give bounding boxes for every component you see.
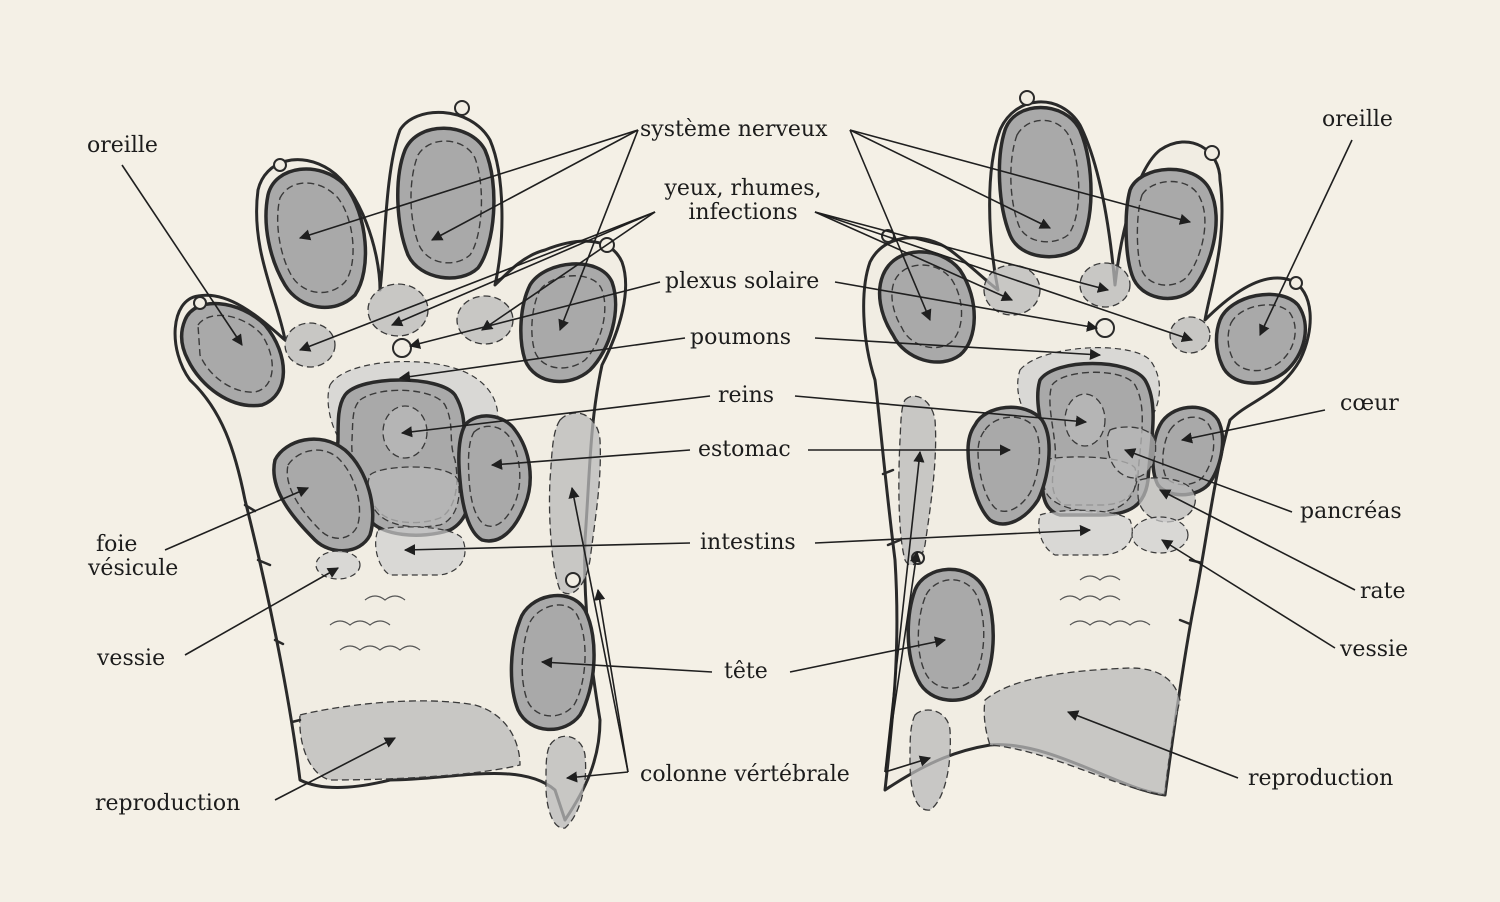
- label-plexus-solaire: plexus solaire: [665, 269, 820, 294]
- right-paw: [862, 90, 1312, 811]
- label-oreille-left: oreille: [87, 133, 158, 158]
- left-stomach-pad: [457, 414, 532, 543]
- label-yeux-line1: yeux, rhumes,: [664, 176, 822, 201]
- right-toe-pad-2: [1124, 167, 1218, 301]
- left-paw: [173, 100, 628, 829]
- label-intestins: intestins: [700, 530, 796, 555]
- left-toe-pad-3: [396, 126, 496, 280]
- right-toe-pad-outer: [1214, 292, 1307, 385]
- label-poumons: poumons: [690, 325, 792, 350]
- label-oreille-right: oreille: [1322, 107, 1393, 132]
- left-toe-pad-outer: [179, 301, 286, 408]
- right-head-pad: [906, 567, 995, 702]
- label-rate: rate: [1360, 579, 1406, 604]
- label-foie-line2: vésicule: [88, 556, 179, 581]
- label-reproduction-left: reproduction: [95, 791, 241, 816]
- label-yeux-rhumes-infections: yeux, rhumes, infections: [658, 177, 828, 225]
- label-foie-vesicule: foie vésicule: [88, 533, 198, 581]
- left-toe-pad-2: [264, 167, 368, 310]
- label-vessie-right: vessie: [1340, 637, 1409, 662]
- label-yeux-line2: infections: [688, 200, 798, 225]
- label-reins: reins: [718, 383, 775, 408]
- label-foie-line1: foie: [96, 532, 138, 557]
- label-coeur: cœur: [1340, 391, 1399, 416]
- label-estomac: estomac: [698, 437, 791, 462]
- right-toe-pad-inner: [877, 250, 976, 364]
- left-plexus-marker: [392, 338, 412, 358]
- label-colonne-vertebrale: colonne vértébrale: [640, 762, 850, 787]
- leader-lines: [121, 129, 1356, 801]
- label-tete: tête: [724, 659, 768, 684]
- right-plexus-marker: [1095, 318, 1115, 338]
- label-reproduction-right: reproduction: [1248, 766, 1394, 791]
- label-systeme-nerveux: système nerveux: [640, 117, 828, 142]
- label-pancreas: pancréas: [1300, 499, 1402, 524]
- left-liver-pad: [272, 437, 375, 553]
- label-vessie-left: vessie: [97, 646, 166, 671]
